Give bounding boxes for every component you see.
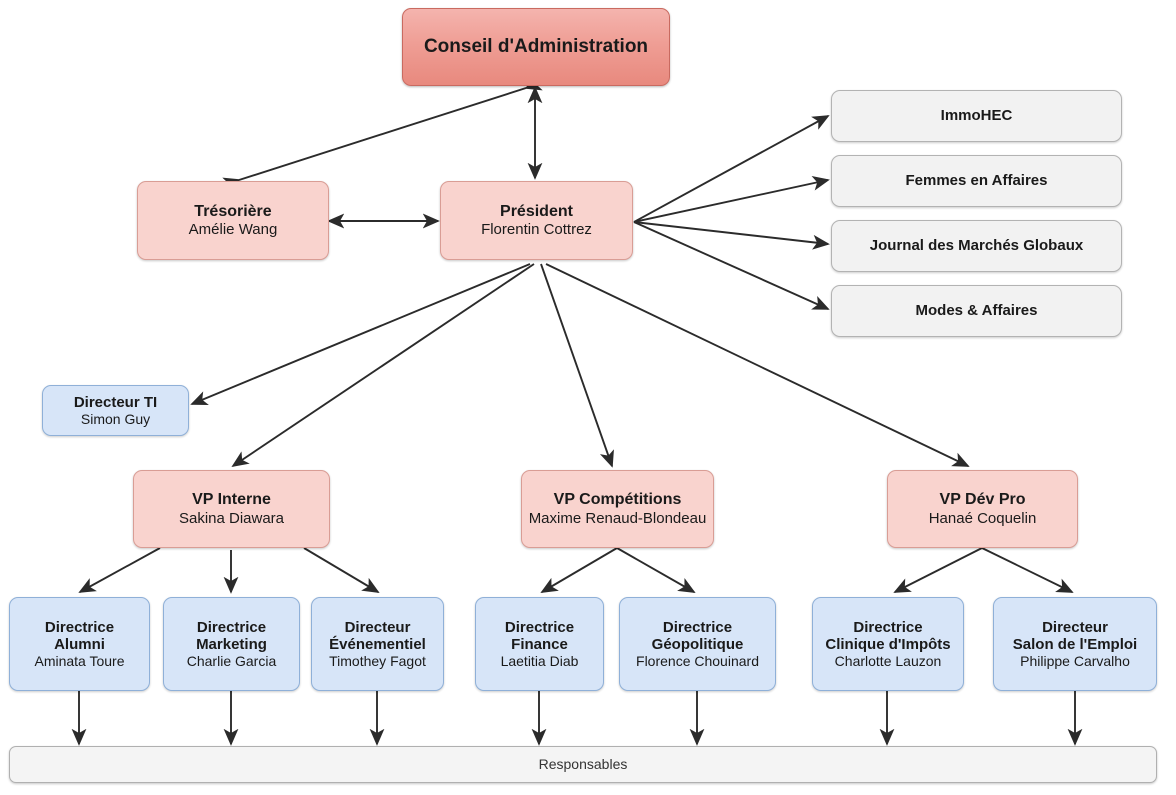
node-directrice-marketing[interactable]: Directrice Marketing Charlie Garcia: [163, 597, 300, 691]
edge-vpdevpro-salon: [981, 547, 1074, 593]
node-role-line2: Alumni: [54, 635, 105, 653]
node-tresoriere[interactable]: Trésorière Amélie Wang: [137, 181, 329, 260]
edge-vpdevpro-clinique: [893, 547, 983, 593]
node-role-line2: Finance: [511, 635, 568, 653]
node-person: Florentin Cottrez: [481, 221, 592, 239]
node-label: ImmoHEC: [940, 107, 1013, 125]
node-role-line1: Directrice: [853, 618, 923, 636]
node-title: Conseil d'Administration: [423, 36, 649, 58]
node-vp-dev-pro[interactable]: VP Dév Pro Hanaé Coquelin: [887, 470, 1078, 548]
node-vp-competitions[interactable]: VP Compétitions Maxime Renaud-Blondeau: [521, 470, 714, 548]
node-label: Femmes en Affaires: [905, 172, 1048, 190]
node-person: Philippe Carvalho: [1020, 653, 1130, 670]
node-role-line2: Géopolitique: [651, 635, 744, 653]
node-role-line1: Directrice: [196, 618, 267, 636]
node-president[interactable]: Président Florentin Cottrez: [440, 181, 633, 260]
node-person: Sakina Diawara: [178, 509, 285, 527]
node-partner-modes-et-affaires[interactable]: Modes & Affaires: [831, 285, 1122, 337]
node-role-line1: Directrice: [662, 618, 733, 636]
node-person: Simon Guy: [80, 411, 151, 428]
node-role: Directeur TI: [73, 393, 158, 411]
node-role-line2: Marketing: [196, 635, 267, 653]
node-directrice-finance[interactable]: Directrice Finance Laetitia Diab: [475, 597, 604, 691]
node-role: VP Interne: [192, 491, 271, 509]
node-role: VP Dév Pro: [939, 491, 1026, 509]
node-role-line1: Directrice: [44, 618, 115, 636]
edge-conseil-tresoriere: [222, 76, 543, 192]
node-person: Aminata Toure: [34, 653, 125, 670]
node-role-line2: Salon de l'Emploi: [1012, 635, 1138, 653]
node-role-line1: Directeur: [344, 618, 411, 636]
node-person: Timothey Fagot: [329, 653, 426, 670]
edge-president-femmes: [633, 175, 830, 223]
node-conseil-administration[interactable]: Conseil d'Administration: [402, 8, 670, 86]
edge-vpinterne-evenementiel: [303, 547, 380, 593]
edge-president-vp-interne: [231, 263, 535, 468]
edge-president-journal: [633, 221, 830, 250]
node-label: Journal des Marchés Globaux: [869, 237, 1084, 255]
edge-president-immohec: [633, 115, 830, 223]
node-role: Trésorière: [194, 202, 272, 220]
edge-vpcompetitions-finance: [540, 547, 618, 593]
edge-president-modes: [633, 221, 830, 310]
node-person: Charlie Garcia: [186, 653, 277, 670]
node-role-line1: Directeur: [1042, 618, 1108, 636]
node-directrice-clinique-impots[interactable]: Directrice Clinique d'Impôts Charlotte L…: [812, 597, 964, 691]
node-role-line2: Clinique d'Impôts: [825, 635, 951, 653]
edge-vpinterne-alumni: [78, 547, 161, 593]
edge-president-directeur-ti: [190, 263, 531, 406]
node-role: VP Compétitions: [553, 491, 682, 509]
node-person: Maxime Renaud-Blondeau: [528, 509, 707, 527]
node-person: Charlotte Lauzon: [834, 653, 942, 670]
node-person: Laetitia Diab: [500, 653, 579, 670]
node-person: Florence Chouinard: [636, 653, 759, 670]
node-responsables-bar[interactable]: Responsables: [9, 746, 1157, 783]
node-directeur-evenementiel[interactable]: Directeur Événementiel Timothey Fagot: [311, 597, 444, 691]
node-role: Président: [500, 202, 573, 220]
node-role-line2: Événementiel: [329, 635, 426, 653]
node-directrice-alumni[interactable]: Directrice Alumni Aminata Toure: [9, 597, 150, 691]
node-person: Amélie Wang: [188, 221, 278, 239]
node-partner-immohec[interactable]: ImmoHEC: [831, 90, 1122, 142]
node-person: Hanaé Coquelin: [928, 509, 1037, 527]
node-partner-femmes-en-affaires[interactable]: Femmes en Affaires: [831, 155, 1122, 207]
node-label: Responsables: [538, 756, 628, 773]
edge-vpcompetitions-geopolitique: [616, 547, 696, 593]
node-directrice-geopolitique[interactable]: Directrice Géopolitique Florence Chouina…: [619, 597, 776, 691]
node-partner-journal-des-marches-globaux[interactable]: Journal des Marchés Globaux: [831, 220, 1122, 272]
node-vp-interne[interactable]: VP Interne Sakina Diawara: [133, 470, 330, 548]
node-directeur-salon-emploi[interactable]: Directeur Salon de l'Emploi Philippe Car…: [993, 597, 1157, 691]
edge-president-vp-competitions: [540, 263, 614, 468]
node-label: Modes & Affaires: [915, 302, 1038, 320]
node-role-line1: Directrice: [504, 618, 575, 636]
node-directeur-ti[interactable]: Directeur TI Simon Guy: [42, 385, 189, 436]
